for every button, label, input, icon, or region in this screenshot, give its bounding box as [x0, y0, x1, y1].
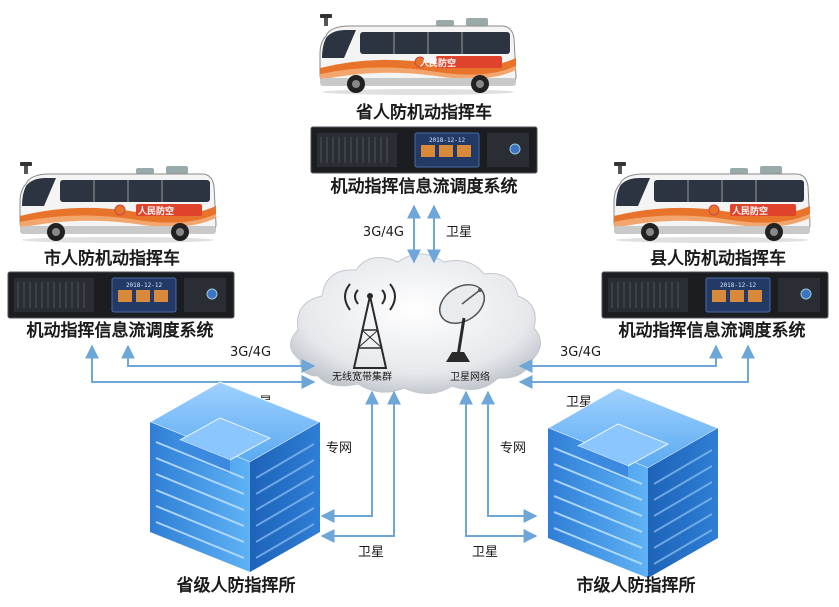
rack-icon: [7, 271, 235, 319]
province-command-post-label: 省级人防指挥所: [176, 575, 296, 596]
county-system-label: 机动指挥信息流调度系统: [619, 320, 806, 341]
radio-tower-icon: [344, 283, 396, 369]
screen-date: 2018-12-12: [126, 282, 163, 289]
city-vehicle-label: 市人防机动指挥车: [44, 248, 180, 269]
satellite-network-label: 卫星网络: [450, 370, 490, 383]
top-cellular-label: 3G/4G: [363, 225, 404, 240]
bus-text: 人民防空: [419, 57, 456, 69]
left-cellular-label: 3G/4G: [230, 345, 271, 360]
county-dispatch-unit: 2018-12-12: [601, 271, 829, 319]
bottom-left-satellite-label: 卫星: [358, 545, 384, 560]
building-icon: [149, 381, 321, 573]
province-dispatch-unit: 2018-12-12: [310, 126, 538, 174]
city-system-label: 机动指挥信息流调度系统: [27, 320, 214, 341]
building-icon: [547, 387, 719, 579]
county-vehicle-label: 县人防机动指挥车: [650, 248, 786, 269]
screen-date: 2018-12-12: [429, 137, 466, 144]
province-vehicle: 人民防空: [319, 13, 517, 96]
bus-icon: [319, 13, 517, 96]
bus-text: 人民防空: [137, 205, 174, 217]
province-vehicle-label: 省人防机动指挥车: [355, 102, 492, 123]
province-system-label: 机动指挥信息流调度系统: [331, 176, 518, 197]
network-cloud: 无线宽带集群 卫星网络: [290, 253, 541, 394]
rack-icon: [310, 126, 538, 174]
screen-date: 2018-12-12: [720, 282, 757, 289]
bottom-right-satellite-label: 卫星: [472, 545, 498, 560]
left-dedicated-label: 专网: [326, 441, 352, 456]
top-satellite-label: 卫星: [446, 225, 472, 240]
city-command-post-label: 市级人防指挥所: [577, 575, 696, 596]
satellite-dish-icon: [438, 284, 486, 362]
province-command-post-building: [149, 381, 321, 573]
bus-icon: [19, 161, 217, 244]
connection-arrows: [85, 204, 755, 543]
bus-icon: [613, 161, 811, 244]
rack-icon: [601, 271, 829, 319]
right-dedicated-label: 专网: [500, 441, 526, 456]
city-dispatch-unit: 2018-12-12: [7, 271, 235, 319]
right-cellular-label: 3G/4G: [560, 345, 601, 360]
bus-text: 人民防空: [731, 205, 768, 217]
county-vehicle: 人民防空: [613, 161, 811, 244]
wireless-cluster-label: 无线宽带集群: [332, 370, 392, 383]
city-command-post-building: [547, 387, 719, 579]
city-vehicle: 人民防空: [19, 161, 217, 244]
